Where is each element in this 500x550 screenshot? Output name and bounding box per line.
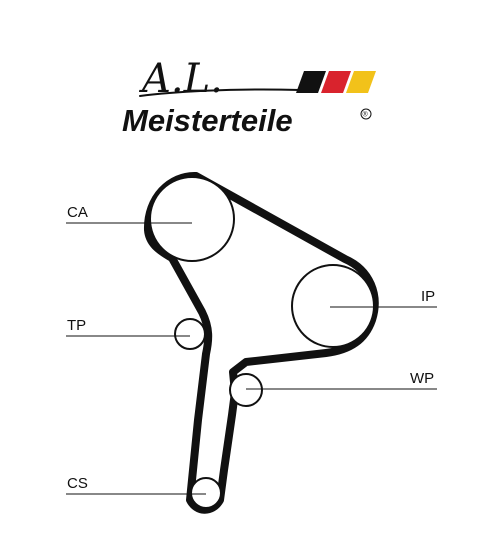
registered-mark-circle <box>360 108 372 120</box>
cs-label: CS <box>67 475 88 492</box>
ip-label: IP <box>421 288 435 305</box>
registered-mark: ® <box>363 111 369 119</box>
flag-stripe-red <box>321 71 351 93</box>
brand-logo: A.L. Meisterteile ® <box>122 56 376 138</box>
crankshaft-pulley <box>190 477 222 509</box>
logo-swash <box>139 88 301 97</box>
logo-brand-name: Meisterteile <box>122 103 293 138</box>
camshaft-pulley <box>149 176 235 262</box>
tp-label: TP <box>67 317 86 334</box>
logo-flag-stripes <box>296 71 376 93</box>
water-pump-pulley <box>229 373 263 407</box>
tensioner-pulley <box>174 318 206 350</box>
injection-pump-pulley <box>291 264 375 348</box>
wp-label: WP <box>410 370 434 387</box>
flag-stripe-black <box>296 71 326 93</box>
flag-stripe-gold <box>346 71 376 93</box>
ca-label: CA <box>67 204 88 221</box>
